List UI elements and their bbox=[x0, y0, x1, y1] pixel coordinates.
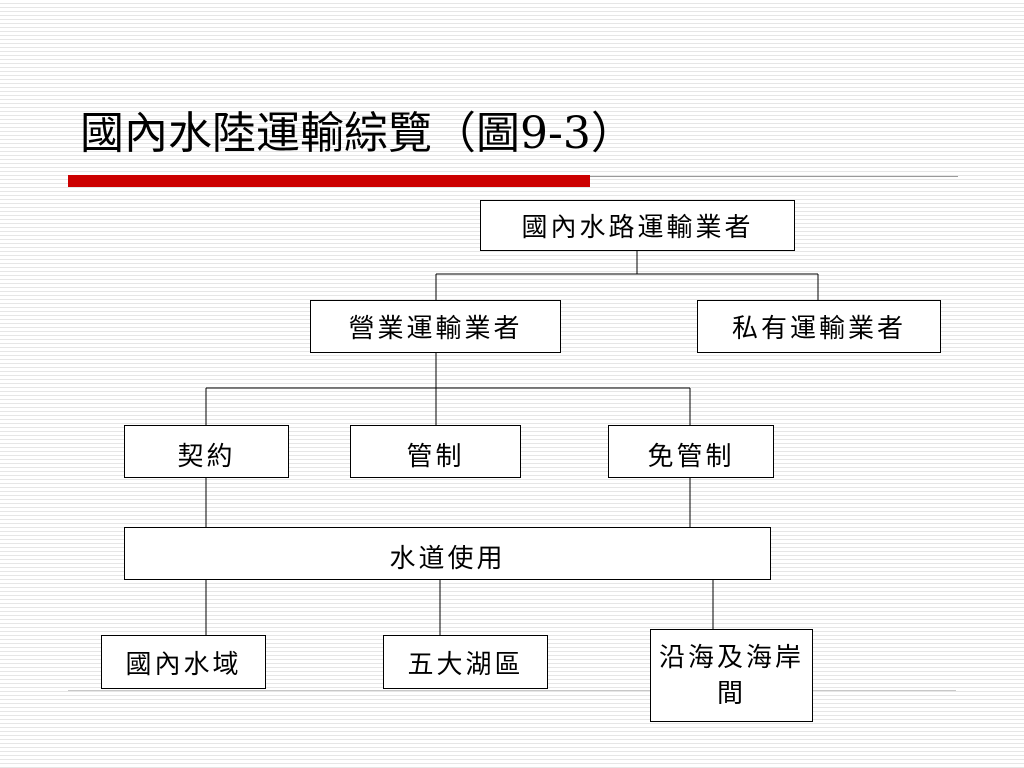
node-private-carriers: 私有運輸業者 bbox=[697, 300, 941, 353]
node-great-lakes: 五大湖區 bbox=[383, 635, 548, 689]
node-commercial-carriers: 營業運輸業者 bbox=[310, 300, 561, 353]
title-rule-extension bbox=[590, 176, 958, 177]
slide-title: 國內水陸運輸綜覽（圖9-3） bbox=[80, 108, 635, 159]
footer-rule bbox=[68, 690, 956, 691]
node-coastal-intercoastal: 沿海及海岸間 bbox=[650, 629, 813, 722]
title-accent-rule bbox=[68, 175, 590, 187]
node-contract: 契約 bbox=[124, 425, 289, 478]
node-regulated: 管制 bbox=[350, 425, 521, 478]
node-waterway-use: 水道使用 bbox=[124, 527, 771, 580]
node-exempt: 免管制 bbox=[608, 425, 774, 478]
node-domestic-waters: 國內水域 bbox=[101, 635, 266, 689]
node-root-domestic-water-carriers: 國內水路運輸業者 bbox=[480, 200, 795, 251]
